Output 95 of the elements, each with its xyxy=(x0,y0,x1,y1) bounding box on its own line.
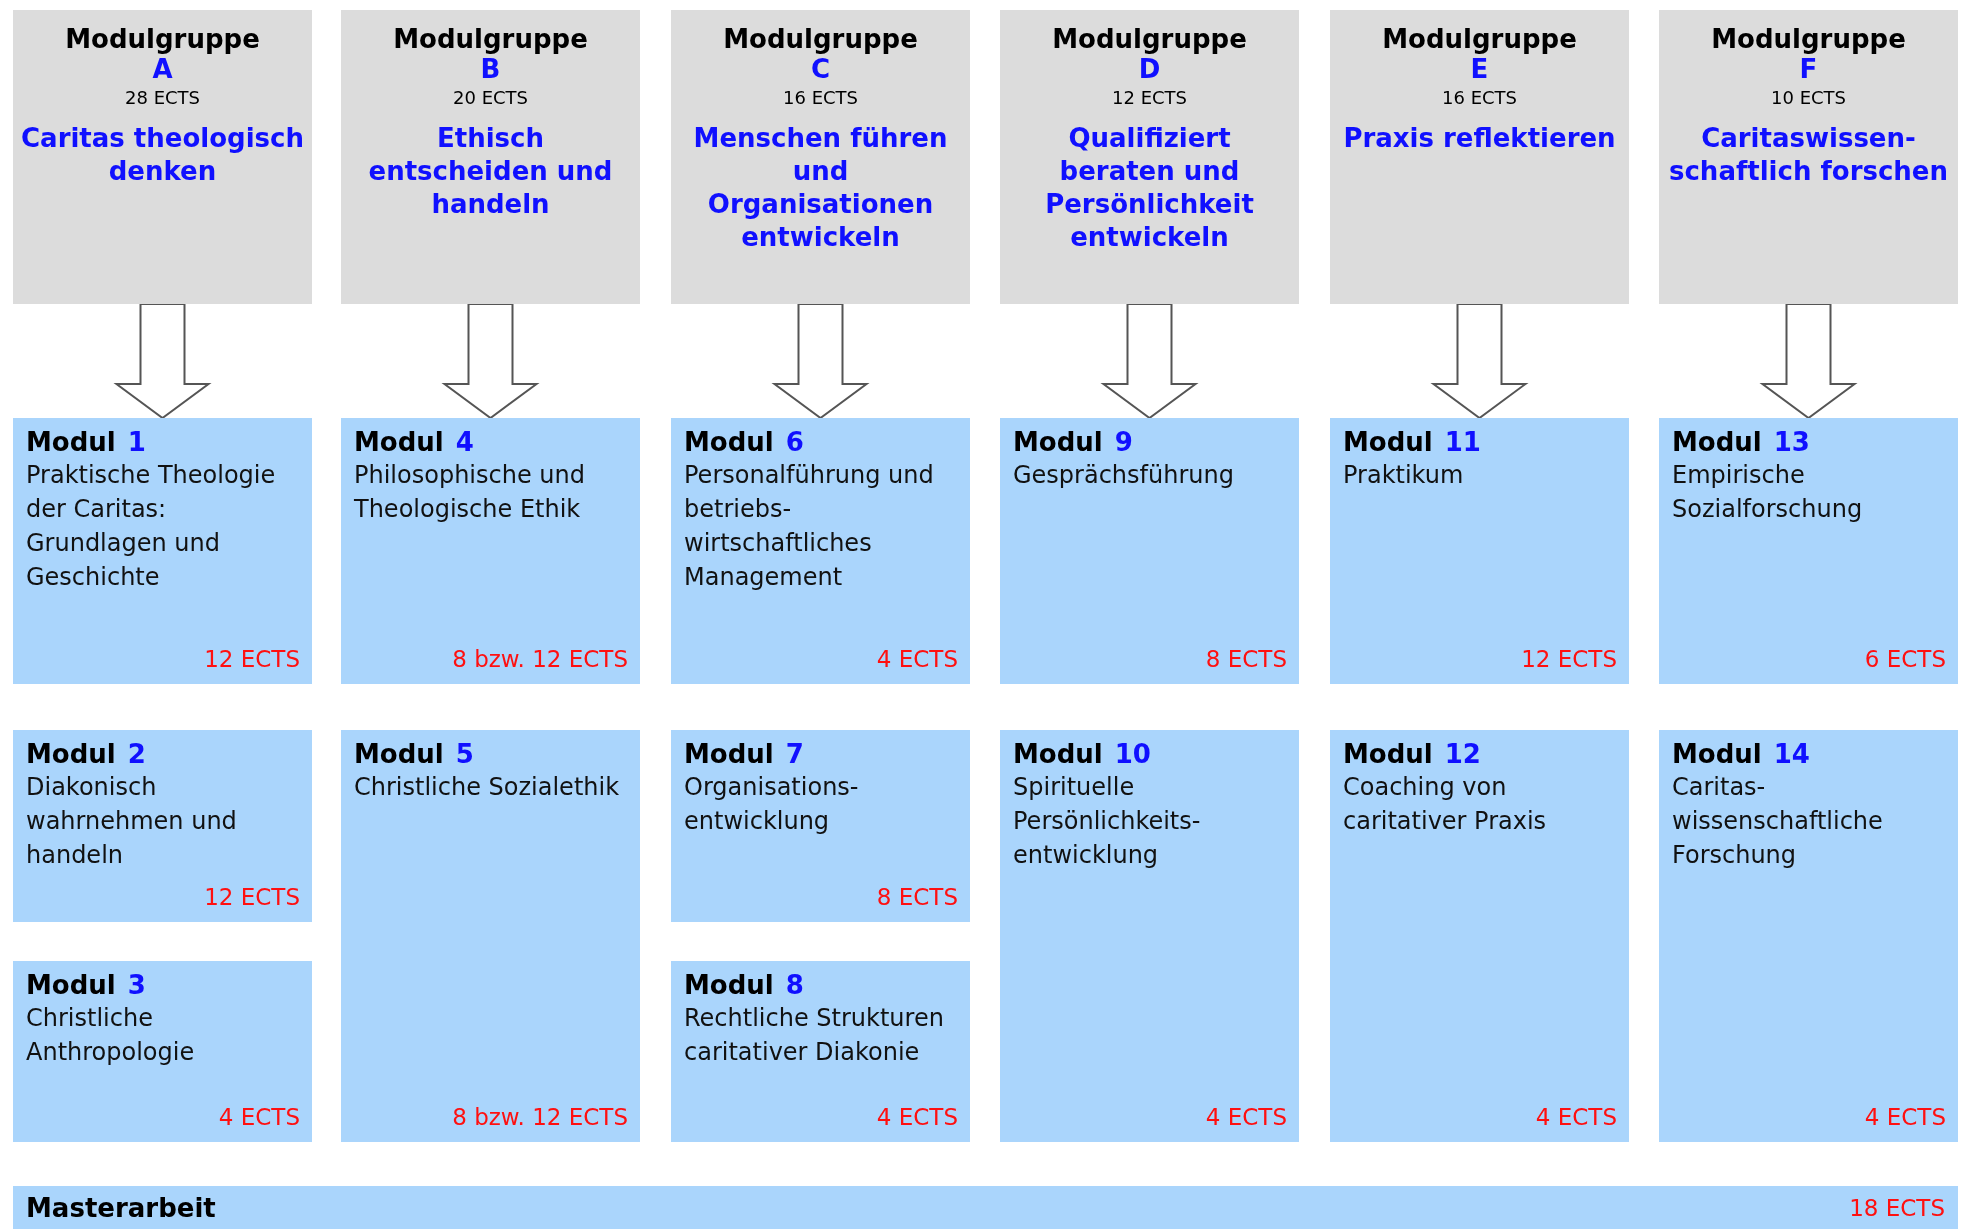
module-description: Spirituelle Persönlichkeits-entwicklung xyxy=(1013,772,1202,871)
group-credits: 16 ECTS xyxy=(783,86,858,110)
module-heading: Modul xyxy=(354,426,444,458)
module-box xyxy=(671,961,970,1142)
module-number: 12 xyxy=(1444,738,1481,770)
group-letter: D xyxy=(1138,54,1161,84)
group-title: Qualifiziert beraten und Persönlichkeit entwickeln xyxy=(1044,122,1255,254)
module-description: Praktikum xyxy=(1343,460,1465,491)
module-description: Rechtliche Strukturen caritativer Diakonie xyxy=(684,1003,945,1068)
module-number: 1 xyxy=(127,426,146,458)
module-group-box xyxy=(1659,10,1958,304)
module-number: 13 xyxy=(1773,426,1810,458)
module-number: 14 xyxy=(1773,738,1810,770)
block-arrow xyxy=(113,303,212,420)
module-heading: Modul xyxy=(1013,738,1103,770)
group-heading: Modulgruppe xyxy=(723,24,918,54)
module-box xyxy=(671,418,970,684)
module-box xyxy=(341,730,640,1142)
block-arrow xyxy=(1430,303,1529,420)
module-box xyxy=(1330,730,1629,1142)
group-heading: Modulgruppe xyxy=(1711,24,1906,54)
module-description: Caritas-wissenschaftliche Forschung xyxy=(1672,772,1884,871)
module-box xyxy=(341,418,640,684)
group-heading: Modulgruppe xyxy=(1052,24,1247,54)
module-group-box xyxy=(671,10,970,304)
module-number: 3 xyxy=(127,969,146,1001)
group-letter: A xyxy=(152,54,173,84)
module-heading: Modul xyxy=(684,969,774,1001)
group-letter: C xyxy=(810,54,831,84)
group-title: Caritaswissen-schaftlich forschen xyxy=(1668,122,1949,188)
group-credits: 20 ECTS xyxy=(453,86,528,110)
thesis-title: Masterarbeit xyxy=(26,1192,216,1224)
thesis-bar xyxy=(13,1186,1958,1229)
module-heading: Modul xyxy=(1672,426,1762,458)
group-title: Menschen führen und Organisationen entwickeln xyxy=(692,122,949,254)
module-heading: Modul xyxy=(26,738,116,770)
module-description: Praktische Theologie der Caritas: Grundlagen und Geschichte xyxy=(26,460,277,593)
module-number: 11 xyxy=(1444,426,1481,458)
module-heading: Modul xyxy=(1343,426,1433,458)
module-box xyxy=(1330,418,1629,684)
group-title: Ethisch entscheiden und handeln xyxy=(367,122,614,221)
group-credits: 10 ECTS xyxy=(1771,86,1846,110)
module-description: Christliche Anthropologie xyxy=(26,1003,196,1068)
module-heading: Modul xyxy=(1343,738,1433,770)
module-box xyxy=(671,730,970,922)
module-group-box xyxy=(1330,10,1629,304)
group-heading: Modulgruppe xyxy=(1382,24,1577,54)
module-heading: Modul xyxy=(26,969,116,1001)
module-heading: Modul xyxy=(684,738,774,770)
group-letter: B xyxy=(480,54,501,84)
module-heading: Modul xyxy=(1013,426,1103,458)
block-arrow xyxy=(1759,303,1858,420)
block-arrow xyxy=(1100,303,1199,420)
credits-label: 18 ECTS xyxy=(1849,1194,1945,1223)
module-box xyxy=(1659,730,1958,1142)
module-box xyxy=(1000,730,1299,1142)
group-title: Caritas theologisch denken xyxy=(20,122,305,188)
module-number: 4 xyxy=(455,426,474,458)
module-box xyxy=(13,961,312,1142)
module-box xyxy=(1000,418,1299,684)
module-description: Personalführung und betriebs-wirtschaftliches Management xyxy=(684,460,935,593)
module-number: 10 xyxy=(1114,738,1151,770)
module-box xyxy=(13,418,312,684)
group-credits: 12 ECTS xyxy=(1112,86,1187,110)
group-heading: Modulgruppe xyxy=(65,24,260,54)
group-credits: 28 ECTS xyxy=(125,86,200,110)
module-group-box xyxy=(341,10,640,304)
module-number: 5 xyxy=(455,738,474,770)
module-number: 9 xyxy=(1114,426,1133,458)
module-description: Philosophische und Theologische Ethik xyxy=(354,460,586,525)
module-number: 7 xyxy=(785,738,804,770)
module-number: 2 xyxy=(127,738,146,770)
module-group-box xyxy=(13,10,312,304)
module-box xyxy=(1659,418,1958,684)
group-heading: Modulgruppe xyxy=(393,24,588,54)
group-letter: E xyxy=(1470,54,1489,84)
module-group-box xyxy=(1000,10,1299,304)
group-letter: F xyxy=(1799,54,1818,84)
module-heading: Modul xyxy=(684,426,774,458)
module-description: Coaching von caritativer Praxis xyxy=(1343,772,1548,837)
module-description: Diakonisch wahrnehmen und handeln xyxy=(26,772,238,871)
module-description: Organisations-entwicklung xyxy=(684,772,860,837)
module-description: Empirische Sozialforschung xyxy=(1672,460,1864,525)
module-number: 6 xyxy=(785,426,804,458)
group-credits: 16 ECTS xyxy=(1442,86,1517,110)
module-description: Gesprächsführung xyxy=(1013,460,1235,491)
group-title: Praxis reflektieren xyxy=(1342,122,1617,155)
module-heading: Modul xyxy=(1672,738,1762,770)
module-box xyxy=(13,730,312,922)
module-description: Christliche Sozialethik xyxy=(354,772,621,803)
module-heading: Modul xyxy=(26,426,116,458)
block-arrow xyxy=(771,303,870,420)
block-arrow xyxy=(441,303,540,420)
module-heading: Modul xyxy=(354,738,444,770)
module-number: 8 xyxy=(785,969,804,1001)
